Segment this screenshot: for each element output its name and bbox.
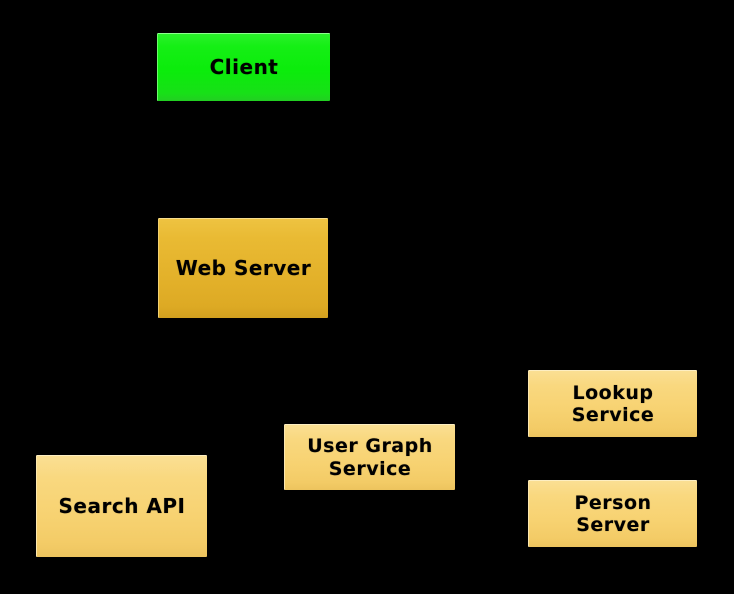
node-label-client: Client: [209, 54, 279, 79]
diagram-node-client[interactable]: Client: [157, 33, 330, 101]
diagram-node-web-server[interactable]: Web Server: [158, 218, 328, 318]
diagram-node-search-api[interactable]: Search API: [36, 455, 207, 557]
node-label-search-api: Search API: [58, 493, 186, 518]
node-label-web-server: Web Server: [175, 255, 312, 280]
